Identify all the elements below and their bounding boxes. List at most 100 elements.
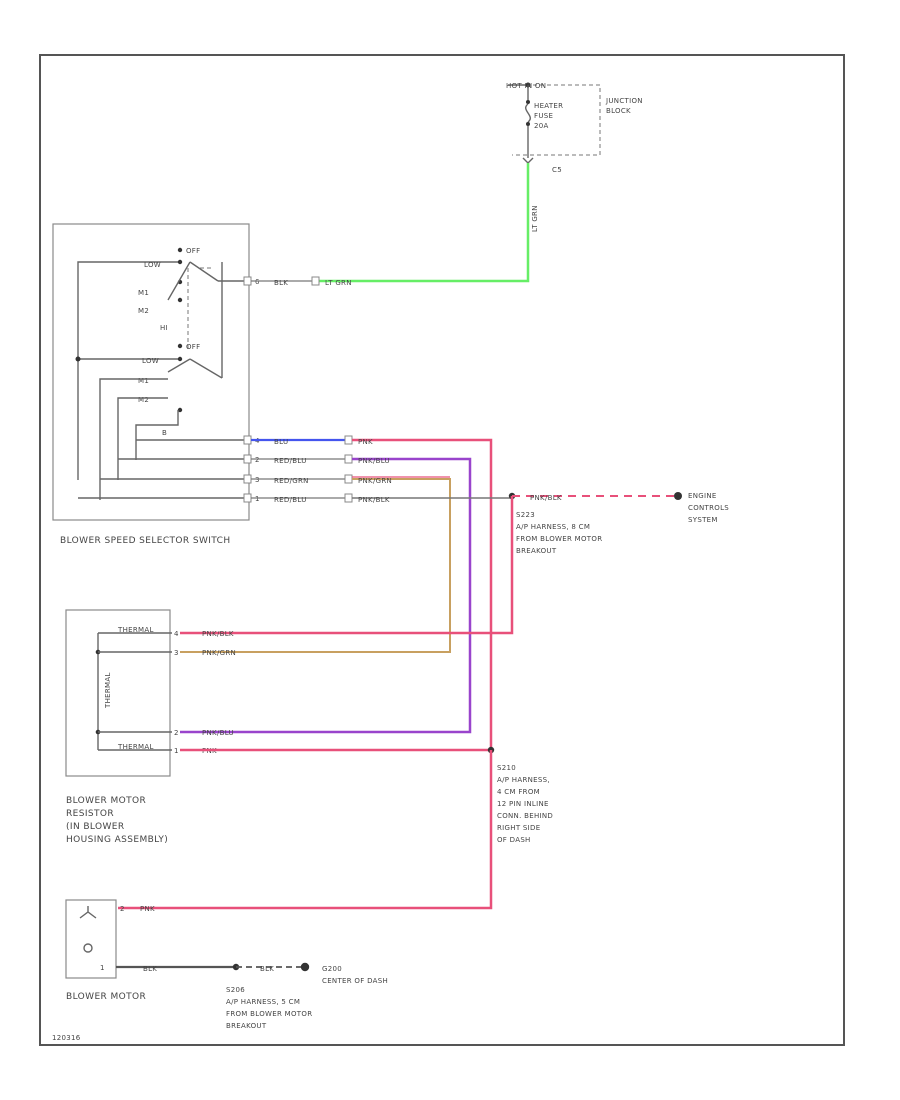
wire-pnk-grn [180,478,451,653]
switch-trace-m2 [117,397,168,480]
blower-motor-housing [65,899,117,979]
resistor-label-4: HOUSING ASSEMBLY) [66,835,168,845]
pos-off-1: OFF [186,247,200,255]
switch-pin-3-wire-color: PNK/GRN [358,477,392,485]
resistor-label-3: (IN BLOWER [66,822,125,832]
switch-trace-m1 [99,378,168,500]
resistor-code-middle: THERMAL [104,672,112,709]
switch-off-dot-2 [177,343,183,349]
switch-trace-hi [135,410,179,460]
wire-pnk-upper [352,438,493,750]
junction-block-title-2: BLOCK [606,107,631,115]
resistor-pin-3-wire: PNK/GRN [202,649,236,657]
blower-motor-label: BLOWER MOTOR [66,992,146,1002]
switch-pin-2-connector [243,454,252,464]
switch-pin-6-connector [243,276,252,286]
blower-motor-pin-2: 2 [120,905,125,913]
blower-motor-pin-1-wire: BLK [143,965,157,973]
splice-s223-wire-color: PNK/BLK [530,494,562,502]
resistor-label-1: BLOWER MOTOR [66,796,146,806]
splice-s210-line5: RIGHT SIDE [497,824,540,832]
resistor-pin-2-wire: PNK/BLU [202,729,234,737]
ground-g200: G200 CENTER OF DASH [300,962,388,985]
switch-low-junction [75,356,81,362]
figure-id: 120316 [52,1034,81,1042]
switch-pin-4-wire-color: PNK [358,438,373,446]
fuse-element [525,103,531,123]
splice-s210-line6: OF DASH [497,836,531,844]
engine-controls-connector [674,492,682,500]
switch-low-dot-2 [177,356,183,362]
resistor-pin-4-wire: PNK/BLK [202,630,234,638]
switch-pin-6-number: 6 [255,278,260,286]
splice-s210-line2: 4 CM FROM [497,788,540,796]
switch-pin-3-color: RED/GRN [274,477,309,485]
blower-motor: 2 PNK 1 BLK BLOWER MOTOR [65,899,236,1002]
pos-low-2: LOW [142,357,159,365]
switch-hi-dot [177,407,183,413]
switch-pin-4-harness [344,435,353,445]
blower-motor-symbol [83,943,93,953]
switch-pin-6-color: BLK [274,279,288,287]
switch-trace-low [77,261,140,480]
switch-common-2 [189,358,223,379]
switch-pin-4-connector [243,435,252,445]
ground-wire-color: BLK [260,965,274,973]
splice-s223-line1: A/P HARNESS, 8 CM [516,523,590,531]
switch-pin-1-harness [344,493,353,503]
engine-controls-line3: SYSTEM [688,516,718,524]
splice-s210: S210 A/P HARNESS, 4 CM FROM 12 PIN INLIN… [487,746,553,844]
switch-low-dot-1 [177,259,183,265]
blower-motor-pin-2-wire: PNK [140,905,155,913]
fuse-name-label: HEATER [534,102,563,110]
blower-speed-selector-switch: LOW OFF M1 M2 HI LOW OFF M1 M2 B BLOWER … [52,223,250,546]
resistor-code-top: THERMAL [117,626,154,634]
resistor-pin-2-number: 2 [174,729,179,737]
ground-g200-line1: CENTER OF DASH [322,977,388,985]
diagram-frame [39,54,845,1046]
pos-m2-1: M2 [138,307,149,315]
splice-s206-line1: A/P HARNESS, 5 CM [226,998,300,1006]
wire-pnk-blk-resistor [180,496,514,635]
switch-pin-2-wire-color: PNK/BLU [358,457,390,465]
resistor-label-2: RESISTOR [66,809,114,819]
splice-s210-line1: A/P HARNESS, [497,776,550,784]
splice-s223-line2: FROM BLOWER MOTOR [516,535,602,543]
switch-m2-dot [177,297,183,303]
splice-s210-line4: CONN. BEHIND [497,812,553,820]
splice-s223-id: S223 [516,511,535,519]
junction-block-title-1: JUNCTION [605,97,643,105]
engine-controls-line2: CONTROLS [688,504,729,512]
wire-lt-grn [318,163,530,283]
switch-pin-3-harness [344,474,353,484]
splice-s223-line3: BREAKOUT [516,547,557,555]
pos-low-1: LOW [144,261,161,269]
wire-pnk-motor [118,750,493,910]
switch-pin-1-wire-color: PNK/BLK [358,496,390,504]
fuse-contact-bottom [526,122,530,126]
switch-pin-1-connector [243,493,252,503]
resistor-pin-4-number: 4 [174,630,179,638]
pos-m2-2: M2 [138,396,149,404]
fuse-amp-label: 20A [534,122,549,130]
switch-pin-4-color: BLU [274,438,288,446]
switch-pin-2-number: 2 [255,456,260,464]
splice-s210-id: S210 [497,764,516,772]
engine-controls-line1: ENGINE [688,492,717,500]
junction-block: HOT IN ON HEATER FUSE 20A JUNCTION BLOCK… [506,82,643,174]
splice-s206-id: S206 [226,986,245,994]
splice-s223: PNK/BLK S223 A/P HARNESS, 8 CM FROM BLOW… [180,492,676,635]
switch-pin-2-harness [344,454,353,464]
switch-common-1 [189,261,219,282]
pos-m1-2: M1 [138,377,149,385]
wire-pnk-blu [180,457,472,734]
splice-s210-line3: 12 PIN INLINE [497,800,549,808]
blower-motor-resistor: THERMAL THERMAL THERMAL 4 3 2 1 PNK/BLK … [65,609,236,845]
resistor-code-bottom: THERMAL [117,743,154,751]
pos-m1-1: M1 [138,289,149,297]
pos-off-2: OFF [186,343,200,351]
switch-housing [52,223,250,521]
junction-pin-arrow [522,157,534,164]
fuse-word-label: FUSE [534,112,553,120]
